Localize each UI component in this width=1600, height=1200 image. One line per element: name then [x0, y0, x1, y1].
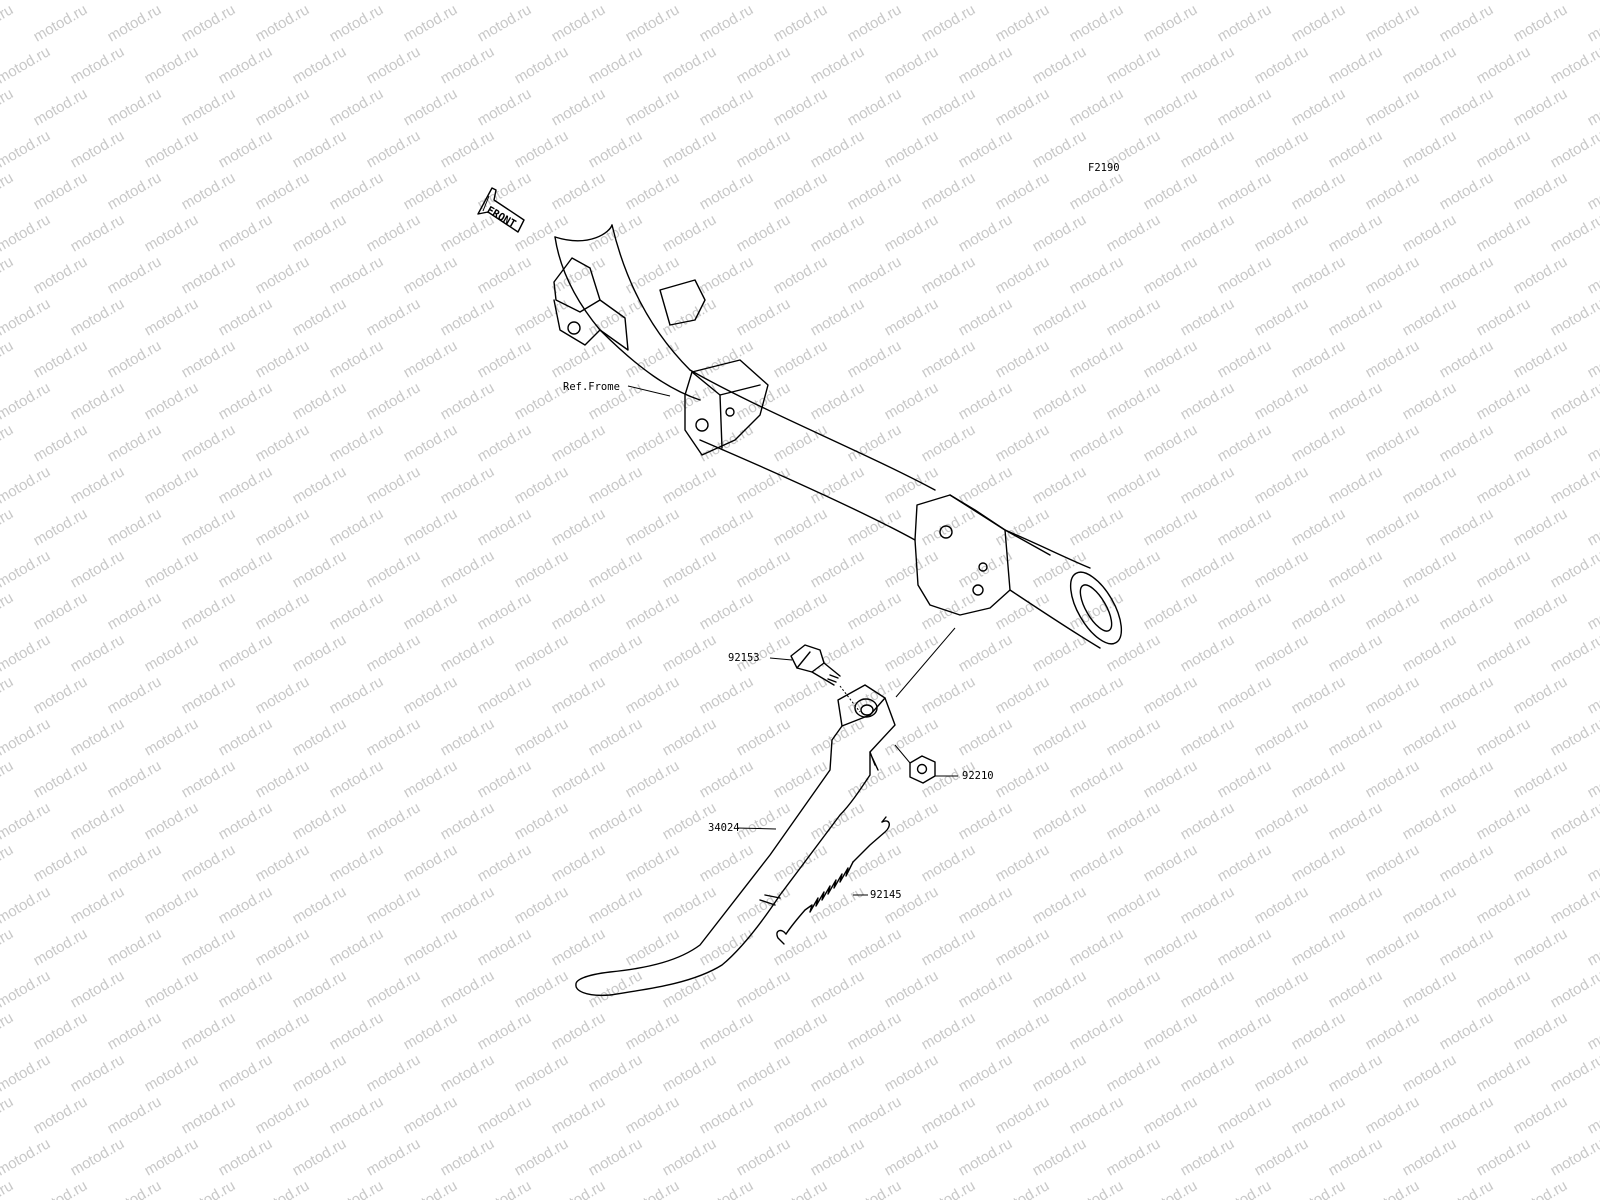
diagram-code: F2190: [1088, 162, 1120, 174]
nut-part: 92210: [894, 744, 994, 784]
assembly-centerline: [895, 627, 956, 698]
callout-ref-frame: Ref.Frome: [563, 381, 620, 393]
front-arrow-label: FRONT: [485, 204, 518, 230]
front-arrow-icon: FRONT: [477, 187, 525, 233]
spring-part: 92145: [776, 816, 902, 945]
side-stand-part: 34024: [575, 684, 896, 997]
frame-section: Ref.Frome: [553, 224, 1123, 649]
callout-nut: 92210: [962, 770, 994, 782]
callout-bolt: 92153: [728, 652, 760, 664]
callout-stand: 34024: [708, 822, 740, 834]
bolt-part: 92153: [728, 644, 861, 713]
callout-spring: 92145: [870, 889, 902, 901]
